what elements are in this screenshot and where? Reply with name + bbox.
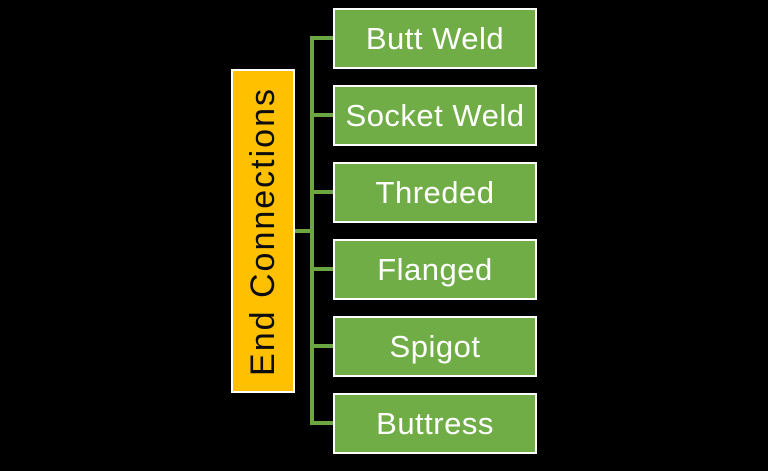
connector-branch-spigot (312, 344, 335, 348)
node-spigot: Spigot (333, 316, 537, 377)
node-flanged: Flanged (333, 239, 537, 300)
node-label: Flanged (377, 252, 493, 287)
root-node: End Connections (231, 69, 295, 393)
connector-root-link (293, 229, 312, 233)
node-label: Butt Weld (365, 21, 505, 56)
node-threded: Threded (333, 162, 537, 223)
node-label: Socket Weld (345, 98, 525, 133)
node-label: Spigot (389, 329, 481, 364)
connector-branch-buttress (312, 421, 335, 425)
node-label: Buttress (376, 406, 494, 441)
node-label: Threded (375, 175, 495, 210)
connector-branch-threded (312, 190, 335, 194)
connector-branch-butt-weld (312, 36, 335, 40)
connector-trunk (310, 36, 314, 425)
node-butt-weld: Butt Weld (333, 8, 537, 69)
connector-branch-socket-weld (312, 113, 335, 117)
root-node-label: End Connections (244, 86, 282, 376)
node-buttress: Buttress (333, 393, 537, 454)
node-socket-weld: Socket Weld (333, 85, 537, 146)
connector-branch-flanged (312, 267, 335, 271)
